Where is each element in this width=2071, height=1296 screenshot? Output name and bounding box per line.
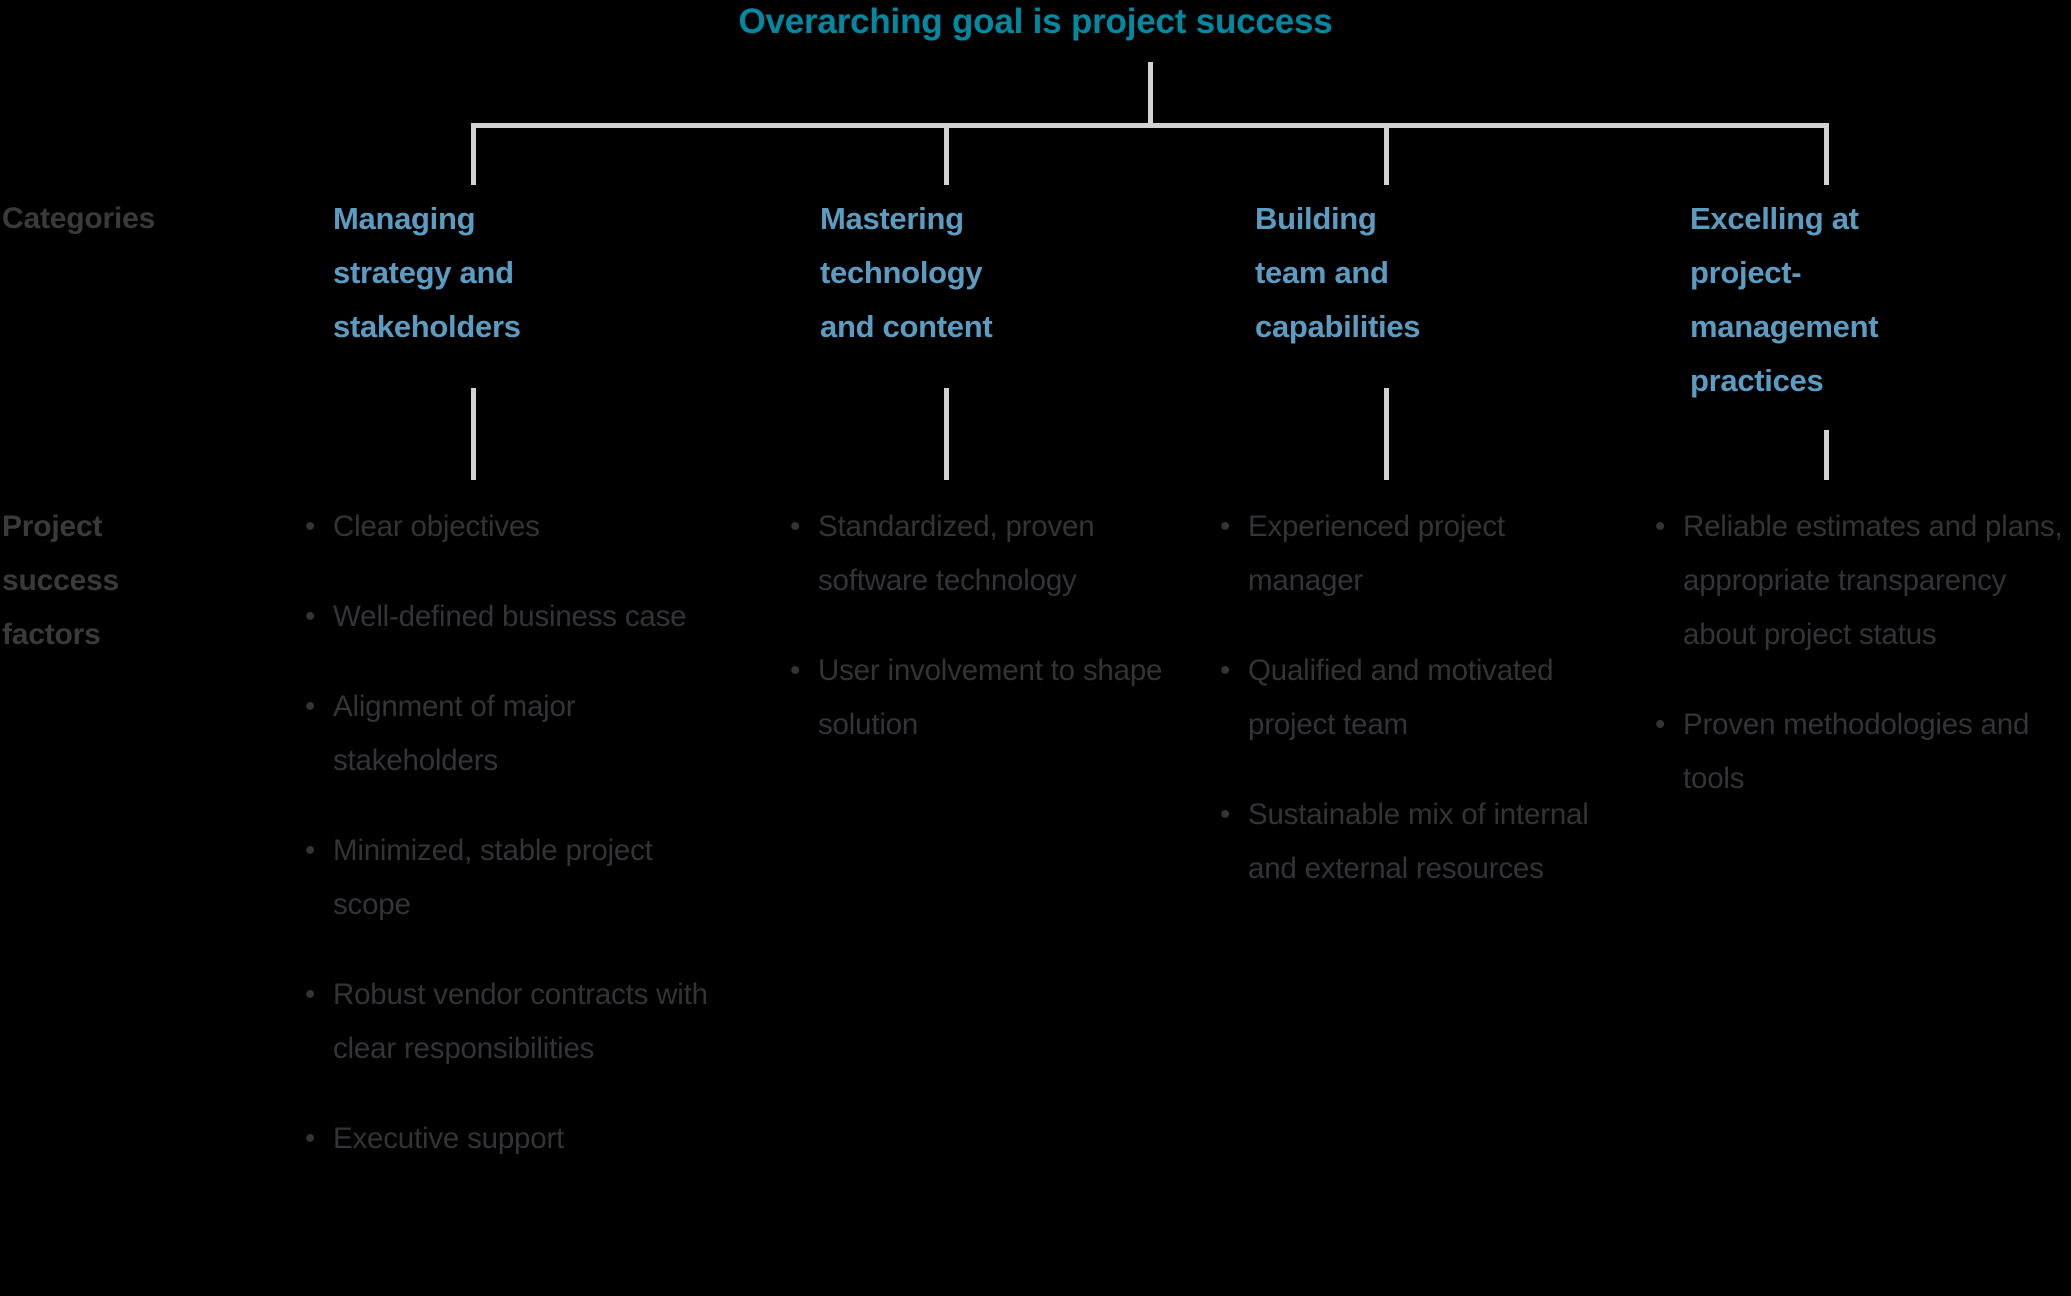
- root-stem-line: [1148, 62, 1153, 126]
- category-header-3: Building team and capabilities: [1255, 192, 1675, 354]
- category-stub-line-4: [1824, 430, 1829, 480]
- page-title: Overarching goal is project success: [738, 2, 1333, 41]
- horizontal-bus-line: [471, 123, 1829, 128]
- bullet-item: Executive support: [305, 1112, 735, 1166]
- category-header-line: Building: [1255, 201, 1377, 236]
- category-header-line: practices: [1690, 363, 1824, 398]
- row-label-line-1: Project: [2, 510, 103, 543]
- category-stub-line-3: [1384, 388, 1389, 480]
- category-header-4: Excelling at project-management practices: [1690, 192, 2050, 408]
- branch-drop-line-2: [944, 123, 949, 185]
- category-header-line: project-: [1690, 255, 1802, 290]
- category-header-2: Mastering technology and content: [820, 192, 1240, 354]
- bullet-column-3: Experienced project managerQualified and…: [1220, 500, 1610, 932]
- category-header-line: Excelling at: [1690, 201, 1859, 236]
- bullet-item: Sustainable mix of internal and external…: [1220, 788, 1610, 896]
- bullet-item: Clear objectives: [305, 500, 735, 554]
- bullet-item: Reliable estimates and plans, appropriat…: [1655, 500, 2071, 662]
- bullet-item: Qualified and motivated project team: [1220, 644, 1610, 752]
- bullet-item: Alignment of major stakeholders: [305, 680, 735, 788]
- bullet-column-2: Standardized, proven software technology…: [790, 500, 1170, 788]
- bullet-item: Well-defined business case: [305, 590, 735, 644]
- row-label-line-2: success: [2, 564, 120, 597]
- bullet-item: Proven methodologies and tools: [1655, 698, 2071, 806]
- category-header-line: management: [1690, 309, 1879, 344]
- category-header-line: Managing: [333, 201, 476, 236]
- bullet-column-4: Reliable estimates and plans, appropriat…: [1655, 500, 2071, 842]
- bullet-item: Experienced project manager: [1220, 500, 1610, 608]
- category-header-1: Managing strategy and stakeholders: [333, 192, 753, 354]
- category-header-line: and content: [820, 309, 993, 344]
- bullet-item: Robust vendor contracts with clear respo…: [305, 968, 735, 1076]
- category-stub-line-1: [471, 388, 476, 480]
- bullet-item: Minimized, stable project scope: [305, 824, 735, 932]
- bullet-column-1: Clear objectivesWell-defined business ca…: [305, 500, 735, 1202]
- category-header-line: strategy and: [333, 255, 514, 290]
- category-header-line: stakeholders: [333, 309, 521, 344]
- row-label-project-success-factors: Project success factors: [2, 500, 252, 662]
- branch-drop-line-3: [1384, 123, 1389, 185]
- category-header-line: capabilities: [1255, 309, 1421, 344]
- category-stub-line-2: [944, 388, 949, 480]
- category-header-line: Mastering: [820, 201, 964, 236]
- category-header-line: technology: [820, 255, 983, 290]
- branch-drop-line-1: [471, 123, 476, 185]
- category-header-line: team and: [1255, 255, 1389, 290]
- bullet-item: Standardized, proven software technology: [790, 500, 1170, 608]
- row-label-categories: Categories: [2, 202, 156, 235]
- bullet-item: User involvement to shape solution: [790, 644, 1170, 752]
- row-label-line-3: factors: [2, 618, 101, 651]
- branch-drop-line-4: [1824, 123, 1829, 185]
